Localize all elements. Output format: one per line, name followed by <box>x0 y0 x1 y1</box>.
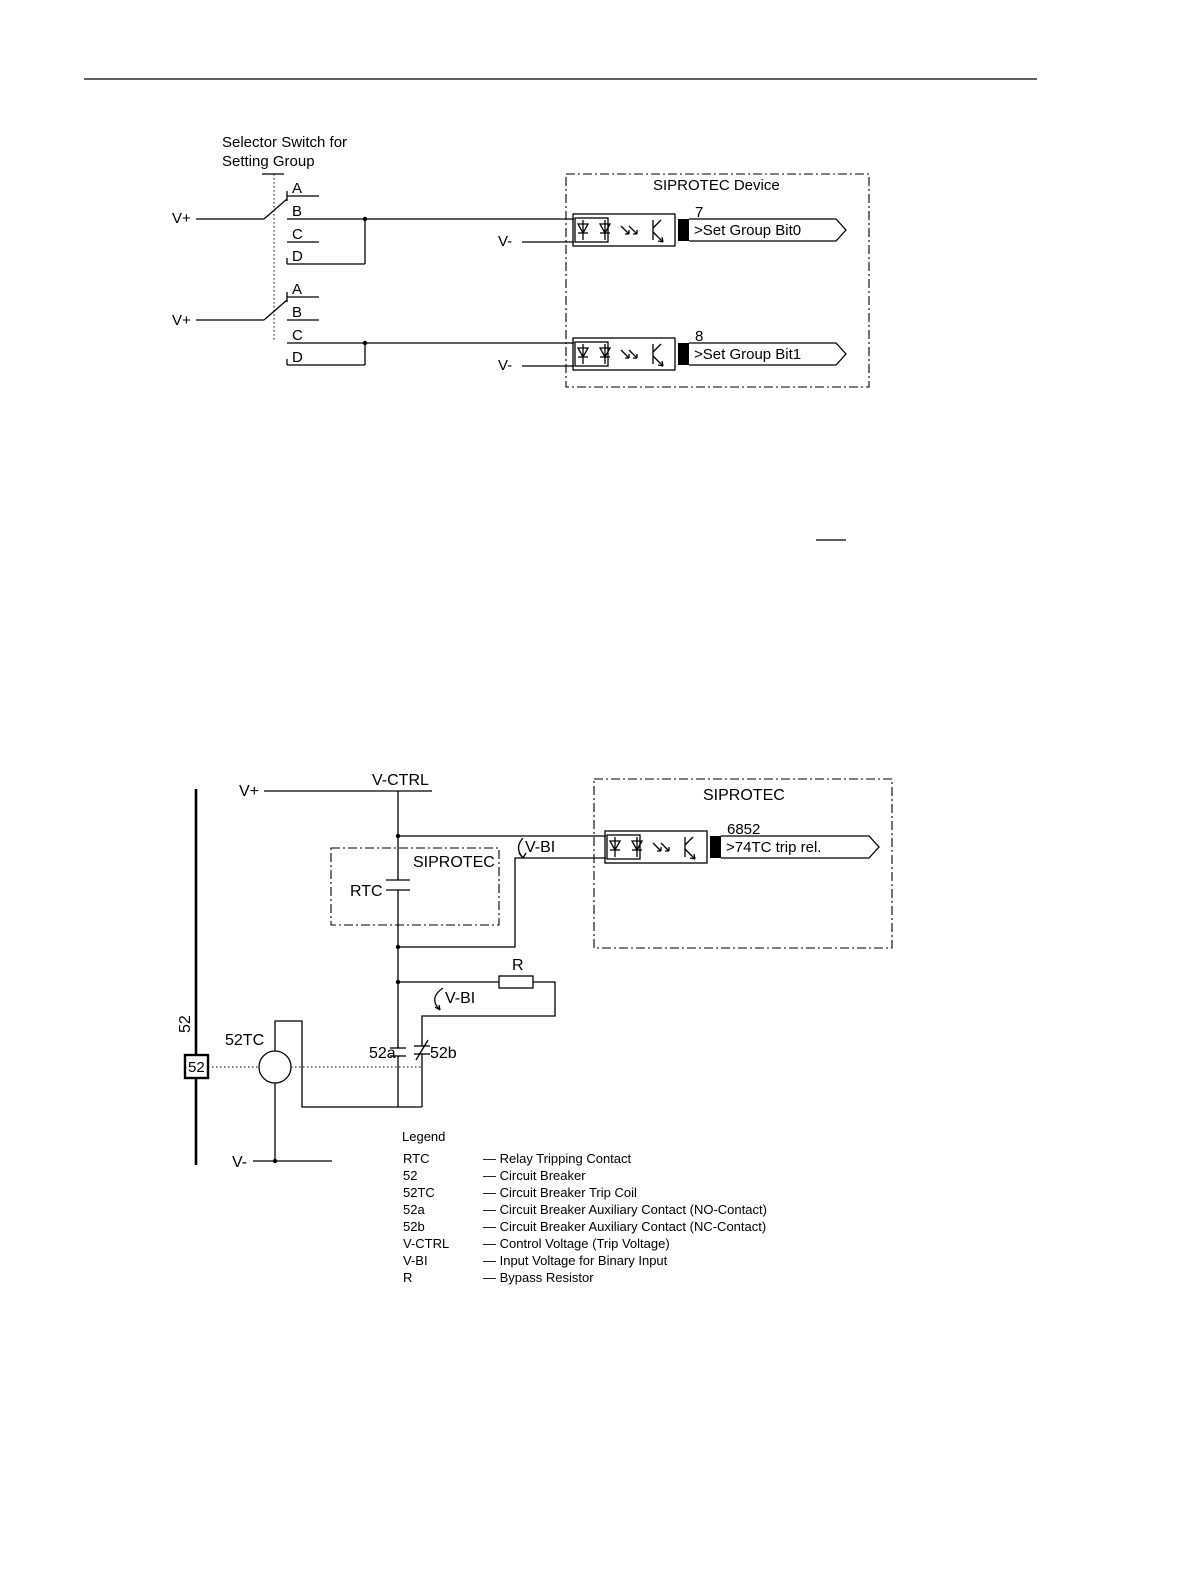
rtc-label: RTC <box>350 883 383 900</box>
junction-dot <box>272 1158 278 1164</box>
legend: Legend RTC — Relay Tripping Contact 52 — Ci… <box>402 1129 767 1285</box>
siprotec-outer-box <box>593 778 893 949</box>
position-d2-label: D <box>292 349 303 366</box>
contact-52b-slash <box>415 1039 429 1061</box>
resistor-wire-right <box>421 981 556 1046</box>
input-6852-number: 6852 <box>727 821 760 838</box>
contact-52b-label: 52b <box>430 1045 457 1062</box>
input-8-marker <box>678 343 689 365</box>
vbi-top-arrowhead <box>518 852 527 859</box>
legend-description: — Input Voltage for Binary Input <box>483 1253 668 1268</box>
vminus-label-2: V- <box>498 357 512 374</box>
legend-abbr: 52 <box>403 1168 417 1183</box>
bi-wire-minus <box>398 857 606 948</box>
legend-description: — Circuit Breaker Auxiliary Contact (NO-… <box>483 1202 767 1217</box>
figure-setting-group-selection: Selector Switch for Setting Group A B C … <box>172 134 870 388</box>
position-a2-label: A <box>292 281 302 298</box>
switch-title-line1: Selector Switch for <box>222 134 347 151</box>
contact-52a-label: 52a <box>369 1045 396 1062</box>
vbi-bottom-arc <box>434 987 444 1011</box>
vbi-bottom-label: V-BI <box>445 990 475 1007</box>
trip-coil-wire-top <box>274 1020 422 1108</box>
input-6852-label: >74TC trip rel. <box>726 839 821 856</box>
position-c-label: C <box>292 226 303 243</box>
legend-description: — Relay Tripping Contact <box>483 1151 632 1166</box>
switch-arm-bottom <box>263 299 288 321</box>
input-8-arrow <box>689 342 847 366</box>
legend-abbr: V-BI <box>403 1253 428 1268</box>
vctrl-label: V-CTRL <box>372 772 429 789</box>
position-c2-label: C <box>292 327 303 344</box>
device-title: SIPROTEC Device <box>653 177 780 194</box>
vplus-bottom-label: V+ <box>172 312 191 329</box>
input-6852-marker <box>710 836 721 858</box>
input-8-label: >Set Group Bit1 <box>694 346 801 363</box>
bypass-resistor <box>498 975 534 989</box>
input-7-arrow <box>689 218 847 242</box>
trip-coil-label: 52TC <box>225 1032 264 1049</box>
input-7-marker <box>678 219 689 241</box>
siprotec-inner-box <box>330 847 500 926</box>
legend-description: — Bypass Resistor <box>483 1270 594 1285</box>
legend-description: — Circuit Breaker Trip Coil <box>483 1185 637 1200</box>
vbi-top-label: V-BI <box>525 839 555 856</box>
legend-abbr: R <box>403 1270 412 1285</box>
legend-description: — Control Voltage (Trip Voltage) <box>483 1236 670 1251</box>
optocoupler-input-6852 <box>604 830 708 864</box>
optocoupler-input-7 <box>572 213 676 247</box>
input-7-number: 7 <box>695 204 703 221</box>
legend-description: — Circuit Breaker <box>483 1168 586 1183</box>
trip-coil <box>258 1050 292 1084</box>
legend-abbr: 52b <box>403 1219 425 1234</box>
figure-trip-circuit-supervision: 52 52 V+ V-CTRL SIPROTEC RTC V-BI SIPROT… <box>177 772 893 1171</box>
position-b-label: B <box>292 203 302 220</box>
legend-title: Legend <box>402 1129 445 1144</box>
vplus-top-label: V+ <box>172 210 191 227</box>
siprotec-outer-label: SIPROTEC <box>703 787 785 804</box>
optocoupler-input-8 <box>572 337 676 371</box>
position-b2-label: B <box>292 304 302 321</box>
position-d-label: D <box>292 248 303 265</box>
legend-abbr: 52TC <box>403 1185 435 1200</box>
legend-abbr: 52a <box>403 1202 425 1217</box>
legend-abbr: V-CTRL <box>403 1236 449 1251</box>
legend-rows: RTC — Relay Tripping Contact 52 — Circuit B… <box>403 1151 767 1285</box>
vminus-label: V- <box>232 1154 247 1171</box>
legend-abbr: RTC <box>403 1151 429 1166</box>
switch-arm-top <box>263 198 288 220</box>
siprotec-device-box <box>565 173 870 388</box>
vplus-label: V+ <box>239 783 259 800</box>
vbi-bottom-arrowhead <box>434 1004 441 1011</box>
breaker-box-label: 52 <box>188 1059 205 1076</box>
input-7-label: >Set Group Bit0 <box>694 222 801 239</box>
switch-title-line2: Setting Group <box>222 153 315 170</box>
siprotec-inner-label: SIPROTEC <box>413 854 495 871</box>
resistor-label: R <box>512 957 524 974</box>
input-8-number: 8 <box>695 328 703 345</box>
vminus-label-1: V- <box>498 233 512 250</box>
position-a-label: A <box>292 180 302 197</box>
breaker-vertical-label: 52 <box>177 1015 194 1033</box>
input-6852-arrow <box>721 835 880 859</box>
legend-description: — Circuit Breaker Auxiliary Contact (NC-… <box>483 1219 766 1234</box>
